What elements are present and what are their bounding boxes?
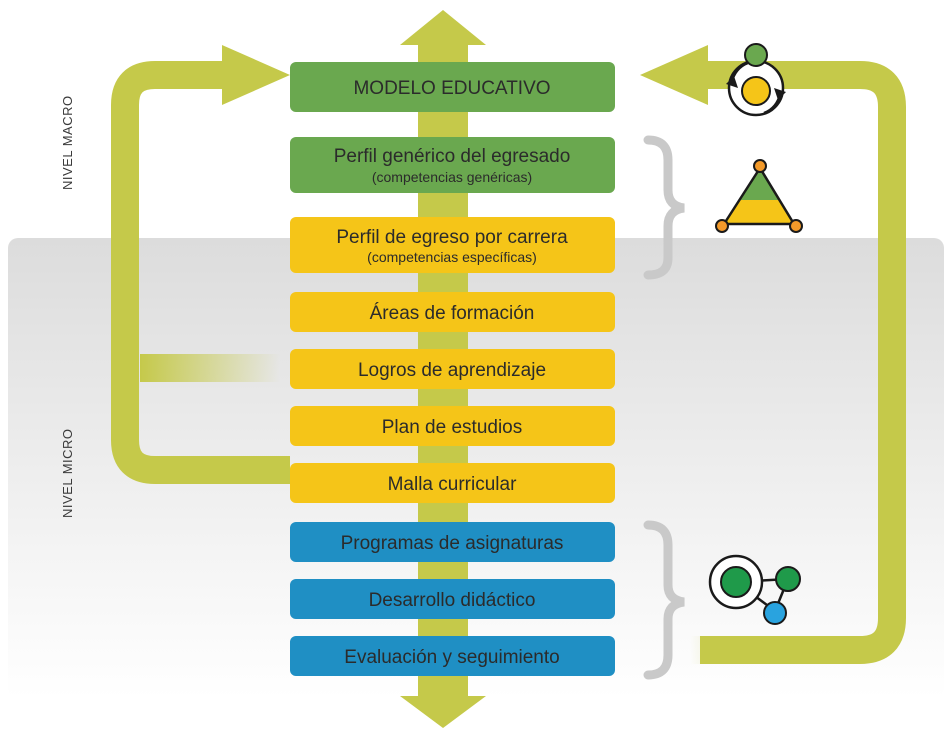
nodes-network-icon [708,554,801,625]
triangle-network-icon [715,159,803,233]
box-title: Perfil de egreso por carrera [336,227,568,248]
box-perfil-generico: Perfil genérico del egresado (competenci… [290,137,615,193]
box-desarrollo-didactico: Desarrollo didáctico [290,579,615,619]
box-subtitle: (competencias genéricas) [372,169,532,185]
left-feedback-arrow [111,45,290,484]
cycle-icon [726,43,786,117]
level-label-macro: NIVEL MACRO [60,95,75,190]
box-programas-asignaturas: Programas de asignaturas [290,522,615,562]
box-title: Perfil genérico del egresado [334,146,571,167]
box-title: Evaluación y seguimiento [344,647,559,668]
box-modelo-educativo: MODELO EDUCATIVO [290,62,615,112]
level-label-micro: NIVEL MICRO [60,428,75,518]
right-feedback-arrow [640,45,906,664]
box-plan-estudios: Plan de estudios [290,406,615,446]
brace-micro [643,520,685,680]
box-title: Logros de aprendizaje [358,360,546,381]
box-malla-curricular: Malla curricular [290,463,615,503]
box-title: Programas de asignaturas [341,533,564,554]
box-subtitle: (competencias específicas) [367,249,537,265]
brace-macro [643,135,685,280]
box-title: Desarrollo didáctico [369,590,536,611]
box-title: Malla curricular [388,474,517,495]
box-evaluacion-seguimiento: Evaluación y seguimiento [290,636,615,676]
box-title: MODELO EDUCATIVO [353,78,550,99]
box-title: Áreas de formación [370,303,535,324]
box-areas-formacion: Áreas de formación [290,292,615,332]
box-title: Plan de estudios [382,417,523,438]
box-logros-aprendizaje: Logros de aprendizaje [290,349,615,389]
box-perfil-egreso: Perfil de egreso por carrera (competenci… [290,217,615,273]
